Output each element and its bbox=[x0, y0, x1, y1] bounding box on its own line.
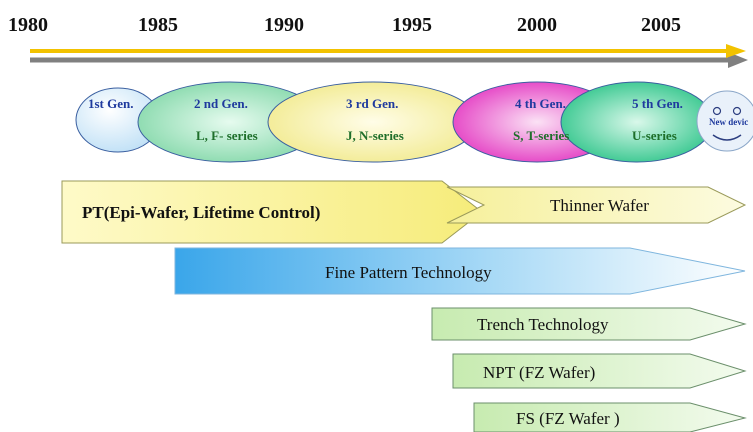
fine-pattern-label: Fine Pattern Technology bbox=[325, 263, 492, 282]
smiley-left-eye-icon bbox=[712, 106, 722, 116]
fs-label: FS (FZ Wafer ) bbox=[516, 409, 620, 428]
gen5-title: 5 th Gen. bbox=[632, 96, 683, 111]
fs-arrow-shape bbox=[473, 402, 747, 432]
fine-pattern-arrow-shape bbox=[174, 247, 746, 295]
year-2005: 2005 bbox=[641, 14, 681, 36]
gen3-series: J, N-series bbox=[346, 128, 404, 143]
pt-label: PT(Epi-Wafer, Lifetime Control) bbox=[82, 203, 320, 222]
year-1995: 1995 bbox=[392, 14, 432, 36]
timeline-shadow-arrowhead bbox=[728, 52, 748, 68]
smiley-right-eye-icon bbox=[732, 106, 742, 116]
trench-label: Trench Technology bbox=[477, 315, 609, 334]
fs-bar: FS (FZ Wafer ) bbox=[473, 402, 747, 432]
gen4-title: 4 th Gen. bbox=[515, 96, 566, 111]
gen5-series: U-series bbox=[632, 128, 677, 143]
gen4-series: S, T-series bbox=[513, 128, 569, 143]
pt-arrow-shape bbox=[61, 180, 483, 244]
fine-pattern-bar: Fine Pattern Technology bbox=[174, 247, 746, 295]
gen2-series: L, F- series bbox=[196, 128, 258, 143]
year-1990: 1990 bbox=[264, 14, 304, 36]
npt-arrow-shape bbox=[452, 353, 747, 389]
npt-bar: NPT (FZ Wafer) bbox=[452, 353, 747, 389]
trench-arrow-shape bbox=[431, 307, 747, 341]
year-1980: 1980 bbox=[8, 14, 48, 36]
thinner-label: Thinner Wafer bbox=[550, 196, 649, 215]
trench-bar: Trench Technology bbox=[431, 307, 747, 341]
timeline-yellow-arrowhead bbox=[726, 44, 746, 58]
generations: 1st Gen. 2 nd Gen. L, F- series 3 rd Gen… bbox=[75, 81, 714, 163]
npt-label: NPT (FZ Wafer) bbox=[483, 363, 595, 382]
gen5-ellipse bbox=[560, 81, 714, 163]
year-labels: 1980 1985 1990 1995 2000 2005 bbox=[8, 14, 681, 36]
gen3-title: 3 rd Gen. bbox=[346, 96, 398, 111]
gen2-title: 2 nd Gen. bbox=[194, 96, 248, 111]
year-1985: 1985 bbox=[138, 14, 178, 36]
gen3-ellipse bbox=[267, 81, 479, 163]
new-device-label: New devic bbox=[709, 117, 748, 127]
thinner-wafer-bar: Thinner Wafer bbox=[446, 186, 747, 224]
smiley-mouth-icon bbox=[712, 134, 742, 141]
timeline-arrow bbox=[30, 44, 748, 68]
pt-bar: PT(Epi-Wafer, Lifetime Control) bbox=[61, 180, 483, 244]
new-device-smiley: New devic bbox=[696, 90, 753, 152]
gen1-title: 1st Gen. bbox=[88, 96, 134, 111]
year-2000: 2000 bbox=[517, 14, 557, 36]
thinner-arrow-shape bbox=[446, 186, 747, 224]
